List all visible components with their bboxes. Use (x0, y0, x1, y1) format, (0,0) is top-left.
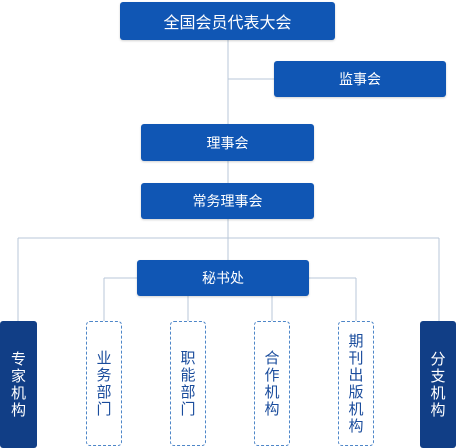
leaf-label: 专家机构 (10, 349, 26, 419)
leaf-cooperative-institutions: 合作机构 (254, 321, 290, 446)
node-council: 理事会 (141, 124, 314, 161)
leaf-expert-institutions: 专家机构 (0, 321, 37, 448)
node-secretariat-label: 秘书处 (202, 271, 244, 287)
node-council-label: 理事会 (206, 135, 249, 152)
leaf-branch-institutions: 分支机构 (420, 321, 456, 448)
node-secretariat: 秘书处 (137, 260, 309, 296)
leaf-journal-publishing: 期刊出版机构 (338, 321, 374, 446)
node-standing-council: 常务理事会 (141, 183, 314, 219)
leaf-label: 分支机构 (430, 349, 446, 419)
node-standing-council-label: 常务理事会 (192, 194, 263, 210)
node-supervisory-board-label: 监事会 (339, 72, 381, 88)
node-supervisory-board: 监事会 (274, 61, 446, 97)
node-general-assembly-label: 全国会员代表大会 (163, 13, 292, 32)
leaf-business-departments: 业务部门 (86, 321, 122, 446)
node-general-assembly: 全国会员代表大会 (120, 2, 335, 40)
leaf-label: 期刊出版机构 (348, 331, 364, 435)
leaf-label: 职能部门 (180, 348, 196, 418)
leaf-label: 合作机构 (264, 348, 280, 418)
leaf-label: 业务部门 (96, 348, 112, 418)
leaf-functional-departments: 职能部门 (170, 321, 206, 446)
